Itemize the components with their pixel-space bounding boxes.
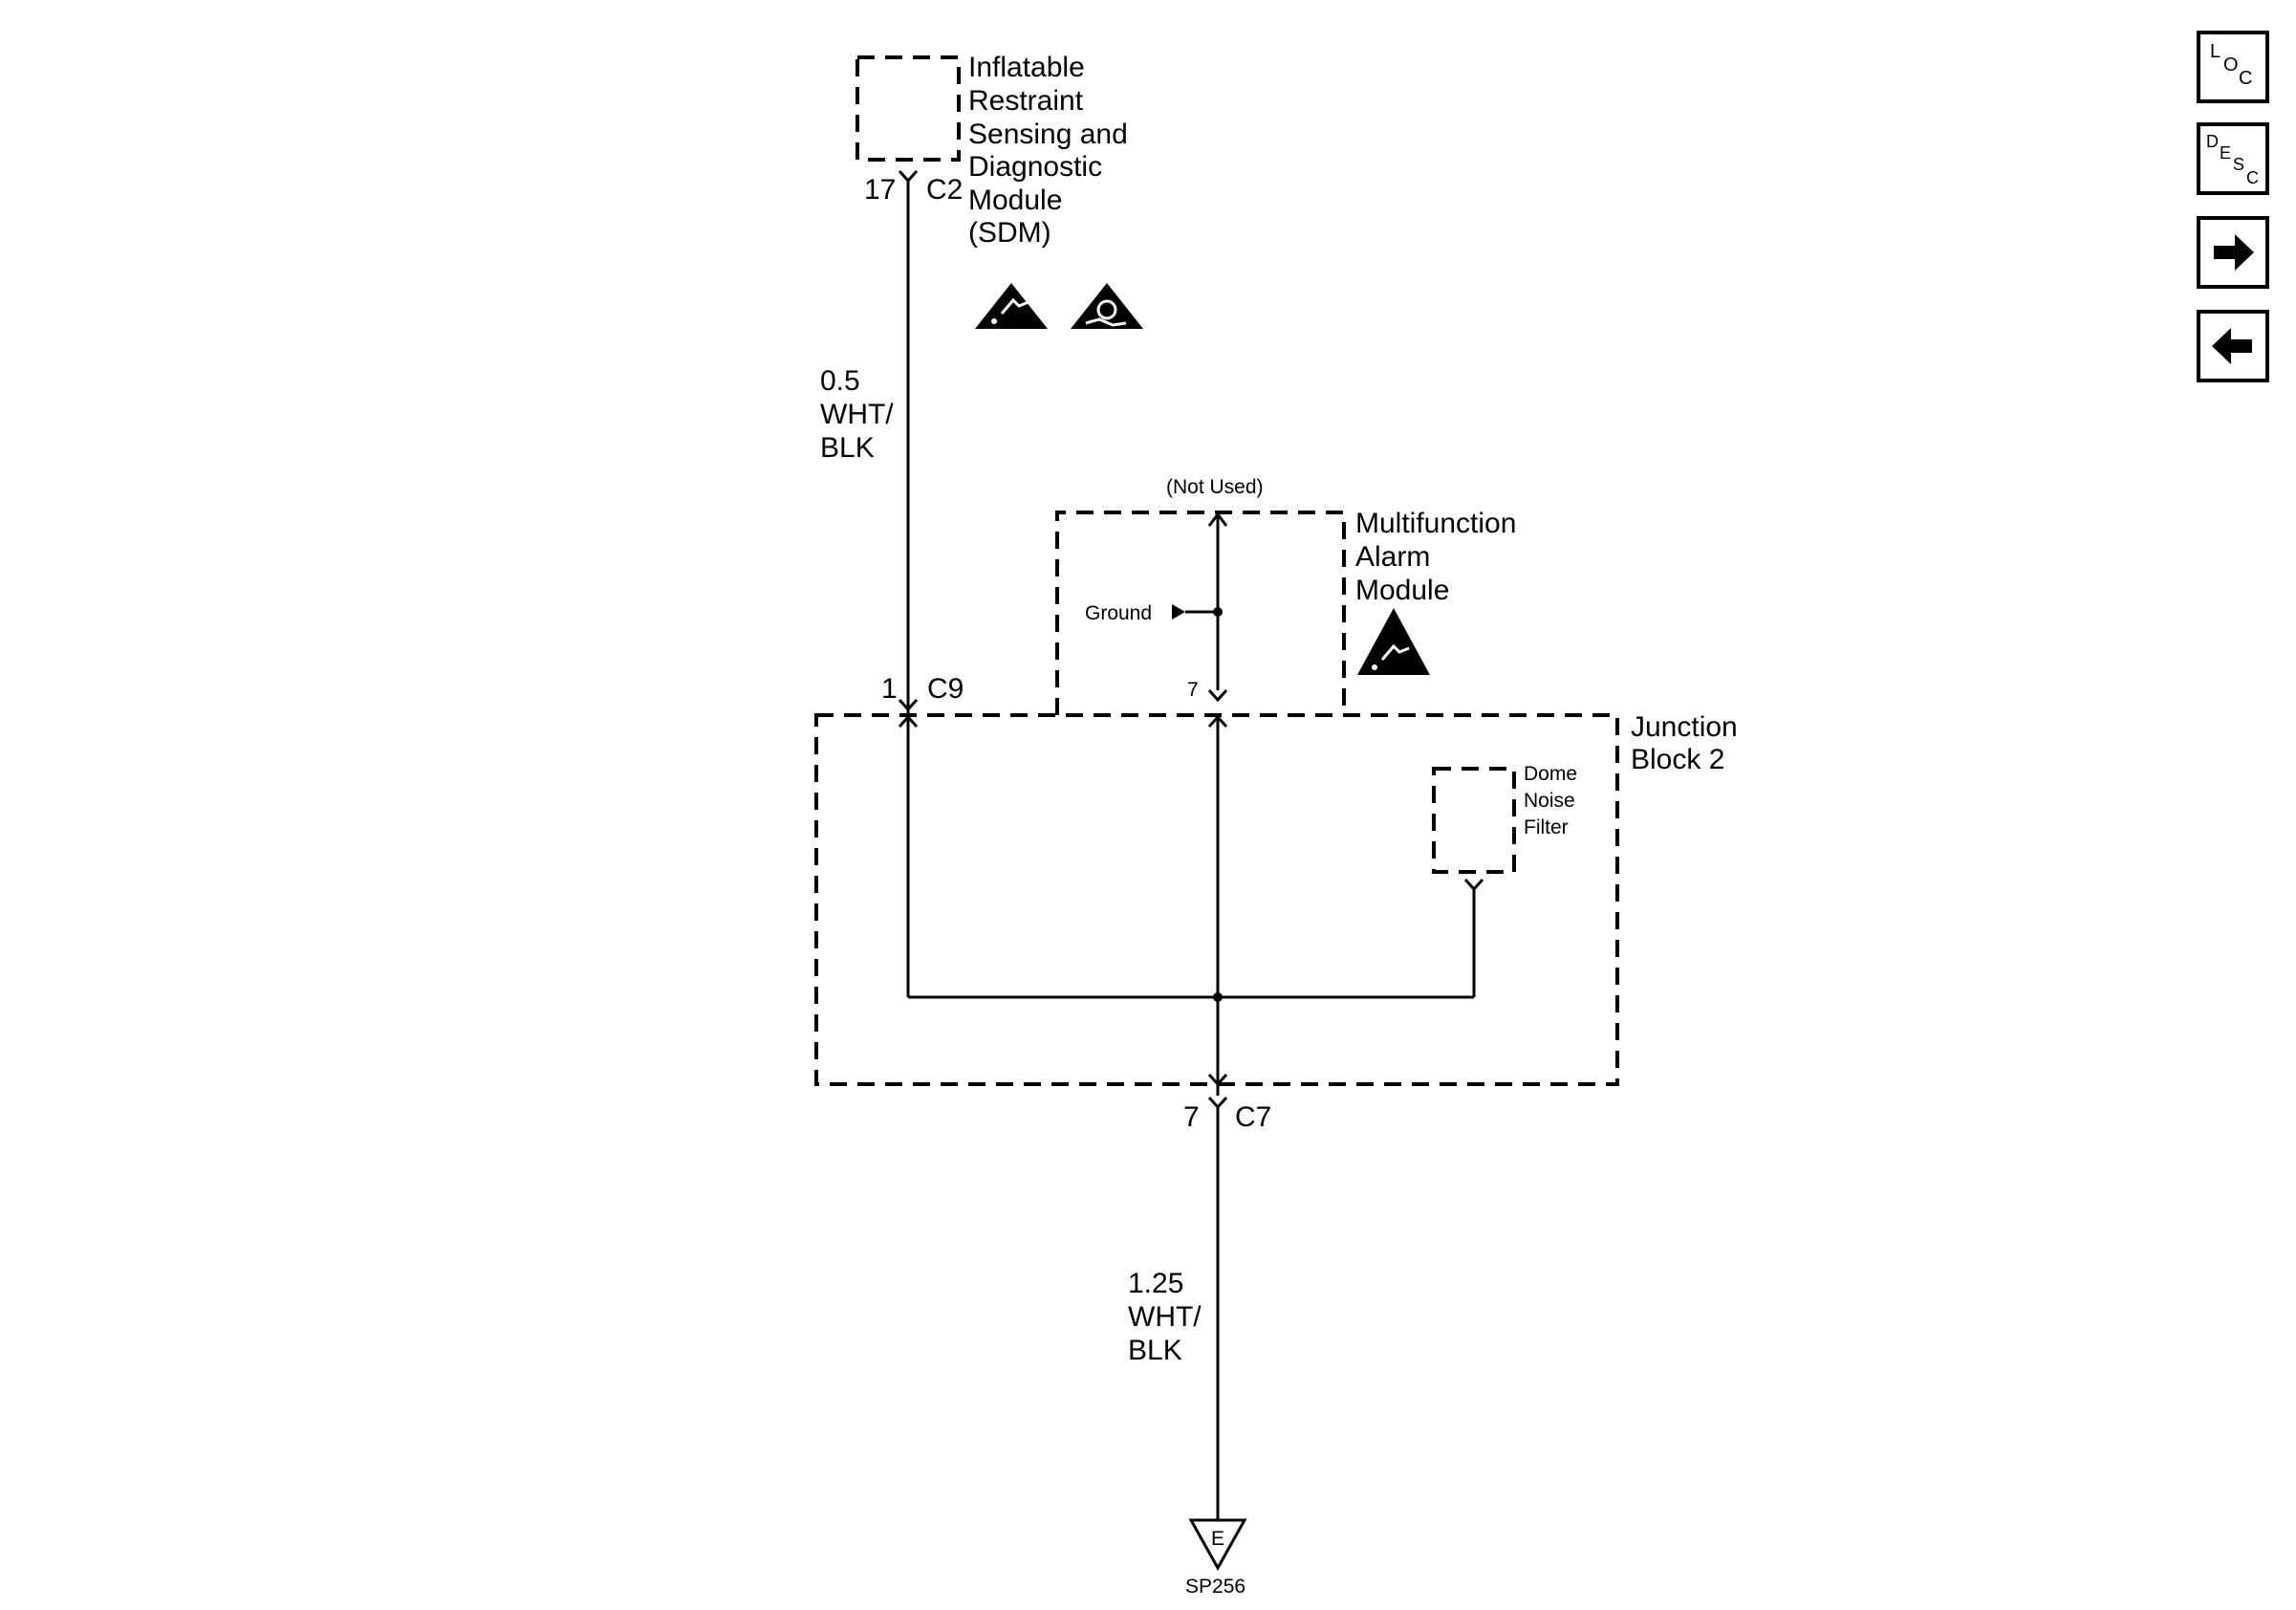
airbag-warning-icon: [1071, 283, 1143, 329]
next-button[interactable]: [2197, 216, 2269, 289]
dome-filter-connector-symbol: [1463, 878, 1484, 892]
alarm-name-line-1: Multifunction: [1355, 508, 1516, 539]
esd-warning-icon-alarm: [1357, 608, 1430, 675]
svg-text:L: L: [2210, 41, 2220, 62]
ground-arrow-icon: [1172, 604, 1185, 620]
alarm-name-line-3: Module: [1355, 575, 1449, 606]
c7-connector-symbol: [1207, 1096, 1228, 1110]
c7-arrow: [1207, 1073, 1228, 1087]
arrow-right-icon: [2214, 234, 2254, 271]
svg-text:O: O: [2223, 54, 2239, 76]
sdm-name-line-2: Restraint: [968, 85, 1084, 117]
sdm-module-box: [856, 55, 961, 162]
wire-upper-gauge: 0.5: [820, 365, 860, 397]
c9-connector-symbol: [898, 698, 919, 712]
sdm-name-line-3: Sensing and: [968, 119, 1128, 150]
svg-text:S: S: [2233, 155, 2244, 174]
alarm-module-box: [1055, 511, 1346, 715]
junction-block-box: [814, 713, 1619, 1086]
c7-pin-7: 7: [1183, 1101, 1200, 1133]
alarm-connector-symbol: [1207, 688, 1228, 703]
c7-connector: C7: [1235, 1101, 1271, 1133]
svg-text:E: E: [2220, 143, 2231, 163]
sdm-name-line-6: (SDM): [968, 217, 1051, 249]
sdm-name-line-4: Diagnostic: [968, 151, 1102, 183]
sdm-pin-17: 17: [864, 174, 896, 206]
not-used-arrow: [1207, 511, 1228, 527]
dome-noise-filter-box: [1432, 767, 1516, 874]
alarm-pin-7: 7: [1187, 679, 1199, 701]
sdm-name-line-1: Inflatable: [968, 52, 1085, 83]
ground-splice-label: SP256: [1185, 1576, 1245, 1598]
dome-filter-line-2: Noise: [1524, 790, 1575, 812]
ground-splice-dot: [1213, 607, 1223, 617]
prev-button[interactable]: [2197, 310, 2269, 382]
loc-icon: L O C: [2210, 41, 2252, 89]
c2-connector-symbol: [898, 169, 919, 184]
desc-button[interactable]: D E S C: [2197, 122, 2269, 195]
svg-text:C: C: [2246, 168, 2259, 187]
arrow-left-icon: [2212, 328, 2252, 364]
not-used-label: (Not Used): [1166, 476, 1264, 498]
dome-filter-line-3: Filter: [1524, 816, 1569, 838]
sdm-name-line-5: Module: [968, 185, 1062, 216]
desc-icon: D E S C: [2206, 132, 2259, 187]
wire-upper-color-1: WHT/: [820, 399, 894, 430]
wire-lower-gauge: 1.25: [1128, 1268, 1183, 1299]
c9-pin-1: 1: [881, 673, 898, 705]
svg-text:D: D: [2206, 132, 2219, 151]
c9-connector: C9: [927, 673, 964, 705]
wire-upper-color-2: BLK: [820, 432, 875, 464]
ground-point-letter: E: [1211, 1528, 1224, 1550]
dome-filter-line-1: Dome: [1524, 763, 1577, 785]
loc-button[interactable]: L O C: [2197, 31, 2269, 103]
ground-point-icon: [1188, 1518, 1247, 1572]
junction-name-line-1: Junction: [1631, 711, 1738, 743]
junction-name-line-2: Block 2: [1631, 744, 1724, 775]
svg-text:C: C: [2239, 68, 2252, 89]
ground-label: Ground: [1085, 602, 1152, 624]
wire-lower-color-2: BLK: [1128, 1335, 1182, 1366]
wire-lower-color-1: WHT/: [1128, 1301, 1202, 1333]
alarm-name-line-2: Alarm: [1355, 541, 1430, 573]
sdm-connector-c2: C2: [926, 174, 963, 206]
esd-warning-icon: [975, 283, 1048, 329]
